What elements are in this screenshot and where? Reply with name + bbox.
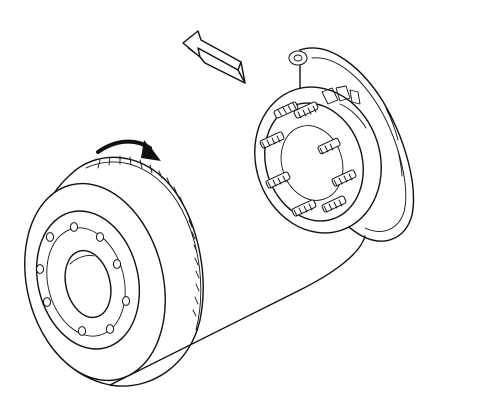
mount-hole xyxy=(112,259,122,269)
wheel-studs xyxy=(259,101,357,217)
mount-hole xyxy=(42,297,52,307)
brake-rotor xyxy=(24,155,366,387)
mount-hole xyxy=(77,326,87,336)
mount-hole xyxy=(105,324,115,334)
wheel-stud xyxy=(293,101,319,119)
wheel-stud xyxy=(291,199,317,217)
rotor-mount-holes xyxy=(35,222,131,336)
removal-direction-arrow xyxy=(182,30,246,84)
wheel-stud xyxy=(259,131,285,149)
wheel-stud xyxy=(317,137,341,155)
mount-hole xyxy=(69,222,79,232)
wheel-stud xyxy=(265,171,291,189)
rotation-arrow xyxy=(96,139,161,161)
mount-hole xyxy=(95,232,105,242)
mount-hole xyxy=(35,264,45,274)
mount-hole xyxy=(121,296,131,306)
mount-hole xyxy=(45,232,55,242)
wheel-stud xyxy=(273,101,299,119)
wheel-stud xyxy=(321,195,347,213)
wheel-stud xyxy=(331,169,357,187)
